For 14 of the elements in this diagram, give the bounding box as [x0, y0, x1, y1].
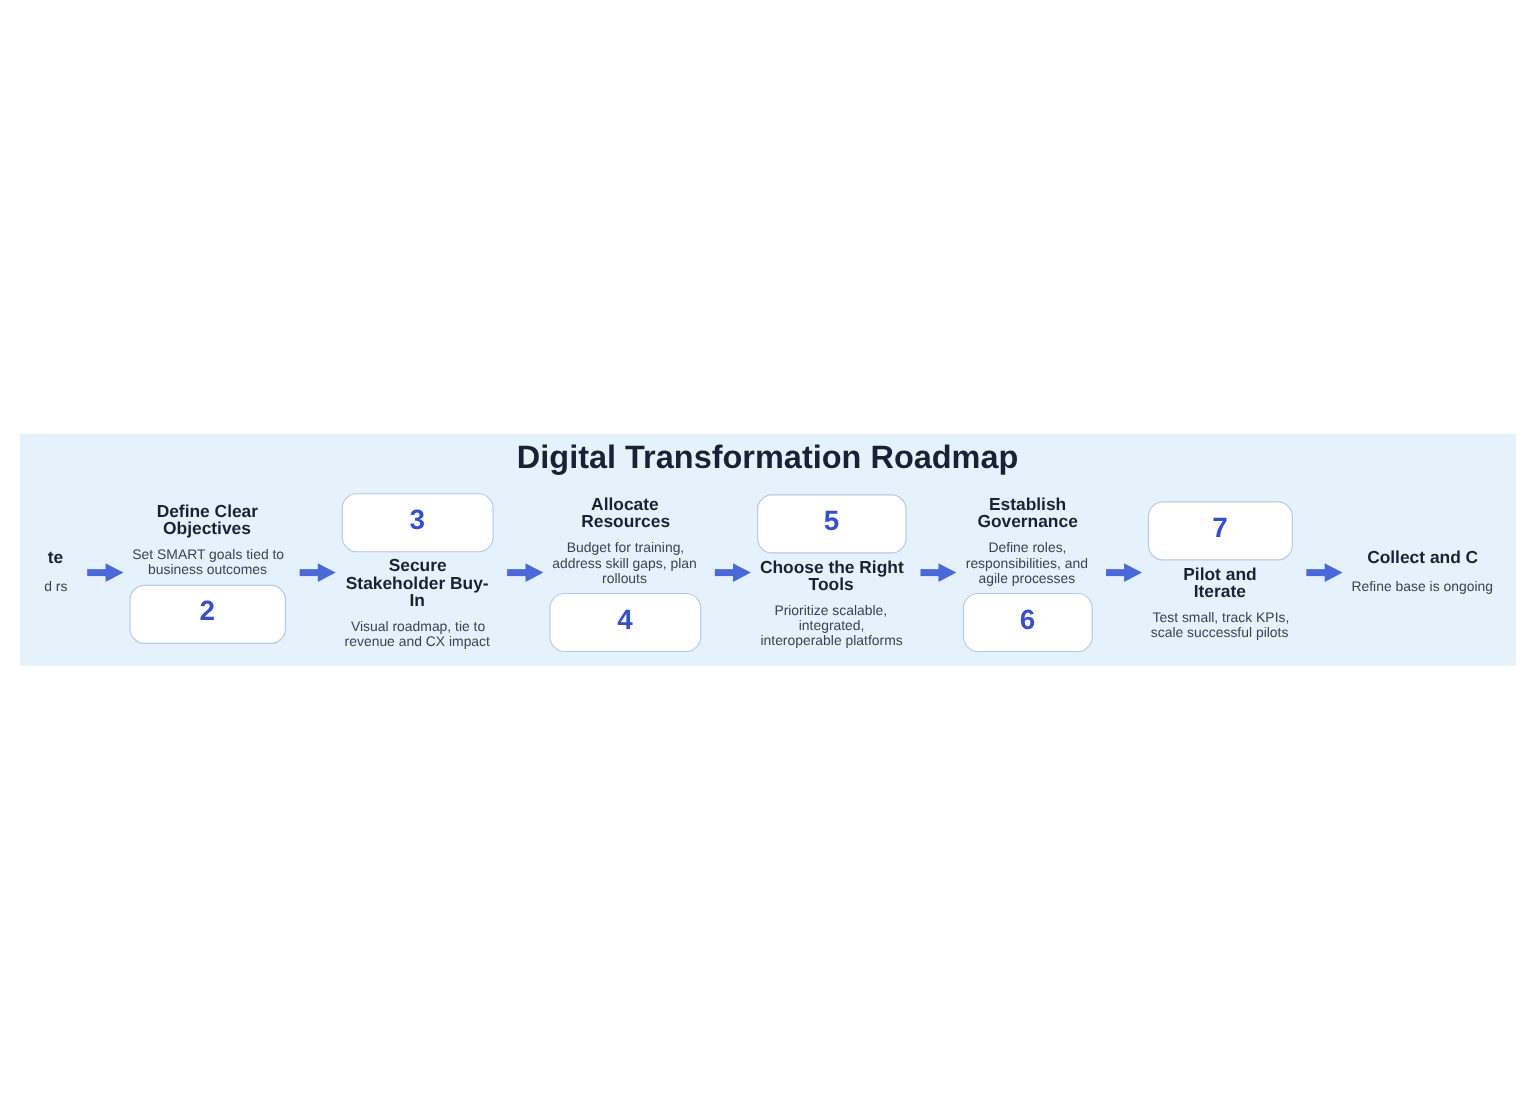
- node-label: Allocate Resources: [581, 493, 671, 532]
- node-label: Define Clear Objectives: [156, 500, 259, 539]
- arrow: [920, 563, 957, 583]
- node-label: Pilot and Iterate: [1183, 563, 1257, 601]
- arrow: [507, 563, 544, 583]
- diagram-title: Digital Transformation Roadmap: [516, 440, 1019, 477]
- arrow: [299, 563, 336, 583]
- arrow: [87, 563, 124, 583]
- arrow: [1106, 563, 1143, 583]
- node-label: Choose the Right Tools: [759, 556, 904, 595]
- node-label: Establish Governance: [977, 493, 1078, 532]
- arrow: [1306, 563, 1343, 583]
- arrow: [714, 563, 751, 583]
- node-label: Secure Stakeholder Buy-In: [345, 555, 489, 611]
